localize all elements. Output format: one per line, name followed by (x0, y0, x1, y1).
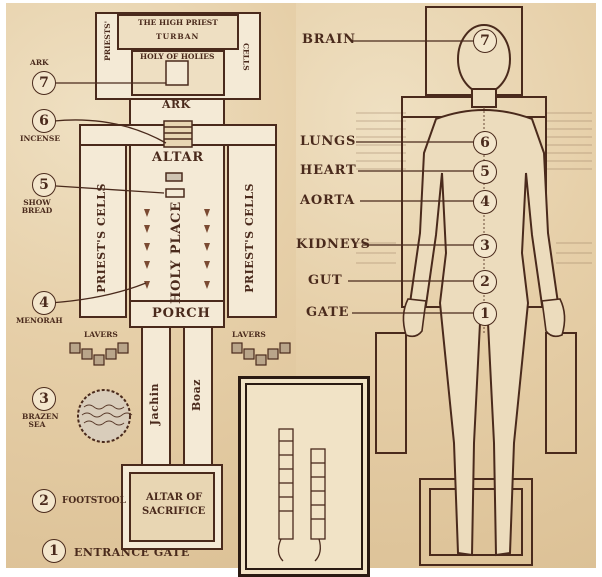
boaz-label: Boaz (191, 379, 202, 411)
priests-cells-right-label: PRIEST'S CELLS (244, 183, 255, 293)
holy-of-holies-label: HOLY OF HOLIES (140, 53, 214, 61)
side-label-show-bread: SHOW BREAD (20, 199, 54, 214)
side-label-brazen-sea: BRAZEN SEA (22, 413, 52, 428)
jachin-label: Jachin (149, 383, 160, 425)
number-1-badge: 1 (42, 539, 66, 563)
side-label-entrance-gate: ENTRANCE GATE (74, 547, 190, 558)
number-3-badge: 3 (32, 387, 56, 411)
inset-ladder-drawing (241, 379, 361, 568)
side-label-incense: INCENSE (20, 135, 60, 143)
body-label-gate: GATE (306, 306, 349, 319)
body-number-5-badge: 5 (473, 160, 497, 184)
lavers-right-label: LAVERS (232, 331, 266, 339)
priests-top-label: PRIESTS' (104, 21, 112, 61)
lavers-left-label: LAVERS (84, 331, 118, 339)
number-2-badge: 2 (32, 489, 56, 513)
holy-place-label: HOLY PLACE (170, 201, 183, 304)
body-label-kidneys: KIDNEYS (296, 238, 371, 251)
altar-of-sacrifice-line2: SACRIFICE (142, 507, 205, 517)
body-label-brain: BRAIN (302, 33, 356, 46)
number-7-badge: 7 (32, 71, 56, 95)
body-number-2-badge: 2 (473, 270, 497, 294)
body-label-gut: GUT (308, 274, 343, 287)
side-label-footstool: FOOTSTOOL (62, 497, 126, 506)
body-number-7-badge: 7 (473, 29, 497, 53)
porch-label: PORCH (152, 307, 211, 320)
body-number-4-badge: 4 (473, 190, 497, 214)
side-label-ark: ARK (30, 59, 49, 67)
body-label-aorta: AORTA (300, 194, 355, 207)
inset-frame (238, 376, 370, 577)
ark-inner-label: ARK (162, 99, 191, 110)
number-4-badge: 4 (32, 291, 56, 315)
body-number-6-badge: 6 (473, 131, 497, 155)
high-priest-label: THE HIGH PRIEST (138, 19, 218, 27)
body-label-heart: HEART (300, 164, 357, 177)
side-label-menorah: MENORAH (16, 317, 63, 325)
priests-cells-left-label: PRIEST'S CELLS (96, 183, 107, 293)
number-6-badge: 6 (32, 109, 56, 133)
body-number-1-badge: 1 (473, 302, 497, 326)
altar-label: ALTAR (152, 151, 204, 164)
altar-of-sacrifice-line1: ALTAR OF (146, 493, 202, 503)
body-number-3-badge: 3 (473, 234, 497, 258)
cells-top-label: CELLS (242, 43, 250, 71)
body-label-lungs: LUNGS (300, 135, 356, 148)
number-5-badge: 5 (32, 173, 56, 197)
turban-label: TURBAN (156, 33, 199, 41)
